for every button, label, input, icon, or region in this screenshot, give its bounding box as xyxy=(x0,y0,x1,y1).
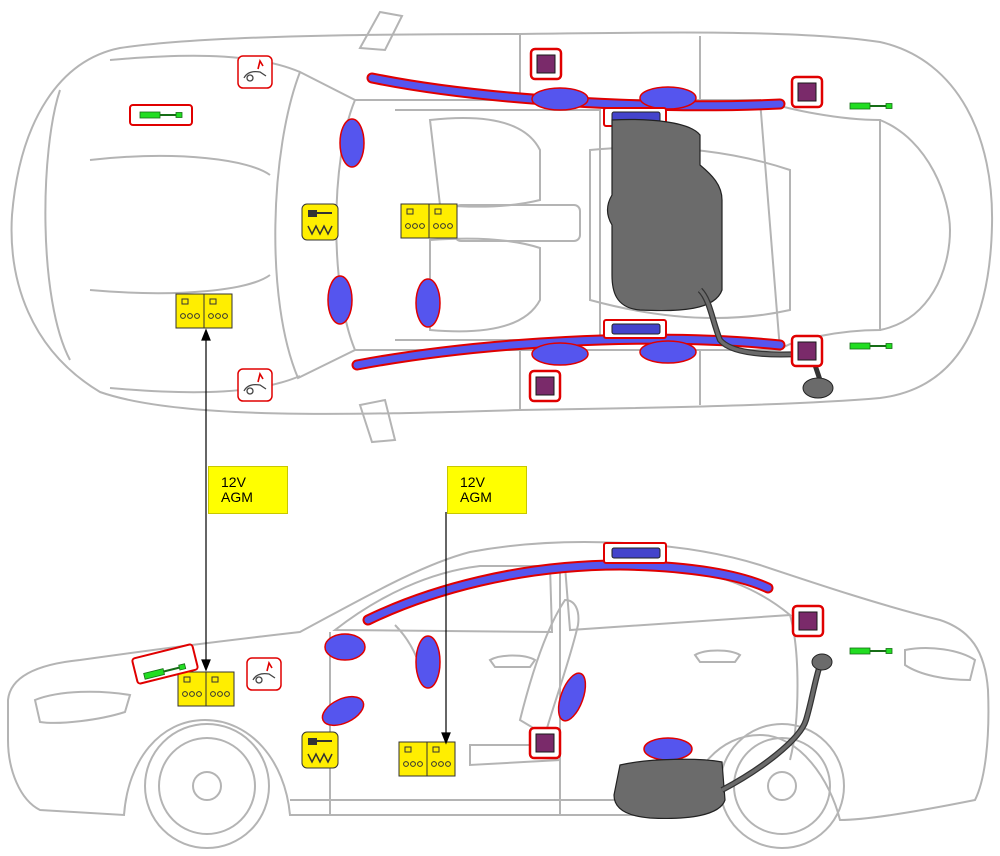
battery-label-front-type: AGM xyxy=(221,489,253,505)
wheel-rear xyxy=(719,723,845,849)
fuel-tank-side xyxy=(613,758,726,819)
battery-front-top xyxy=(175,293,233,329)
satellite-sensor-side-rear xyxy=(791,604,825,638)
fuel-filler-side xyxy=(811,653,833,671)
fuel-tank-top xyxy=(606,118,723,312)
battery-interior-side xyxy=(398,741,456,777)
pedestrian-protection-side xyxy=(246,657,282,691)
top-body-outline xyxy=(10,31,994,415)
side-body-outline xyxy=(7,541,990,822)
gas-strut-trunk-top-upper xyxy=(849,102,893,110)
battery-label-interior-voltage: 12V xyxy=(460,474,485,490)
airbag-steering xyxy=(415,278,441,328)
wheel-front xyxy=(144,723,270,849)
airbags-side xyxy=(321,633,693,761)
gas-strut-bonnet-side xyxy=(131,643,199,685)
belt-tensioner-side xyxy=(301,731,339,769)
battery-front-side xyxy=(177,671,235,707)
curtain-airbag-side xyxy=(362,559,774,626)
side-view xyxy=(7,541,990,849)
airbag-side-knee xyxy=(321,695,365,727)
airbag-side-seat xyxy=(557,672,587,722)
airbag-side-rear-upper xyxy=(639,86,697,110)
gas-generator-side xyxy=(603,542,667,564)
airbag-side-rear-lower xyxy=(639,340,697,364)
pedestrian-protection-top-lower xyxy=(237,368,273,402)
airbag-side-front-upper xyxy=(531,87,589,111)
satellite-sensor-top-1 xyxy=(529,47,563,81)
satellite-sensor-top-2 xyxy=(790,75,824,109)
gas-strut-trunk-top-lower xyxy=(849,342,893,350)
airbag-side-dashboard xyxy=(324,633,366,661)
airbag-driver-knee xyxy=(327,275,353,325)
battery-label-interior-type: AGM xyxy=(460,489,492,505)
airbag-dashboard xyxy=(339,118,365,168)
gas-strut-bonnet-top xyxy=(129,104,193,126)
satellite-sensor-top-4 xyxy=(528,369,562,403)
gas-generator-top-lower xyxy=(603,319,667,339)
battery-label-interior: 12V AGM xyxy=(447,466,527,514)
satellite-sensor-top-3 xyxy=(790,334,824,368)
belt-tensioner-top xyxy=(301,203,339,241)
battery-interior-top xyxy=(400,203,458,239)
top-mirror-upper xyxy=(358,10,404,52)
battery-label-front-voltage: 12V xyxy=(221,474,246,490)
top-windshield xyxy=(274,70,357,380)
pedestrian-protection-top-upper xyxy=(237,55,273,89)
top-view xyxy=(10,10,994,444)
battery-label-front: 12V AGM xyxy=(208,466,288,514)
leader-lines xyxy=(201,328,451,745)
gas-strut-trunk-side xyxy=(849,647,893,655)
top-mirror-lower xyxy=(358,398,397,444)
satellite-sensor-side-b-pillar xyxy=(528,726,562,760)
airbag-side-rear-seat xyxy=(643,737,693,761)
airbag-side-front-lower xyxy=(531,342,589,366)
airbag-side-steering xyxy=(415,635,441,689)
fuel-filler-top xyxy=(802,377,834,399)
curtain-airbag-top-lower xyxy=(351,333,786,371)
airbags-top xyxy=(327,86,697,366)
